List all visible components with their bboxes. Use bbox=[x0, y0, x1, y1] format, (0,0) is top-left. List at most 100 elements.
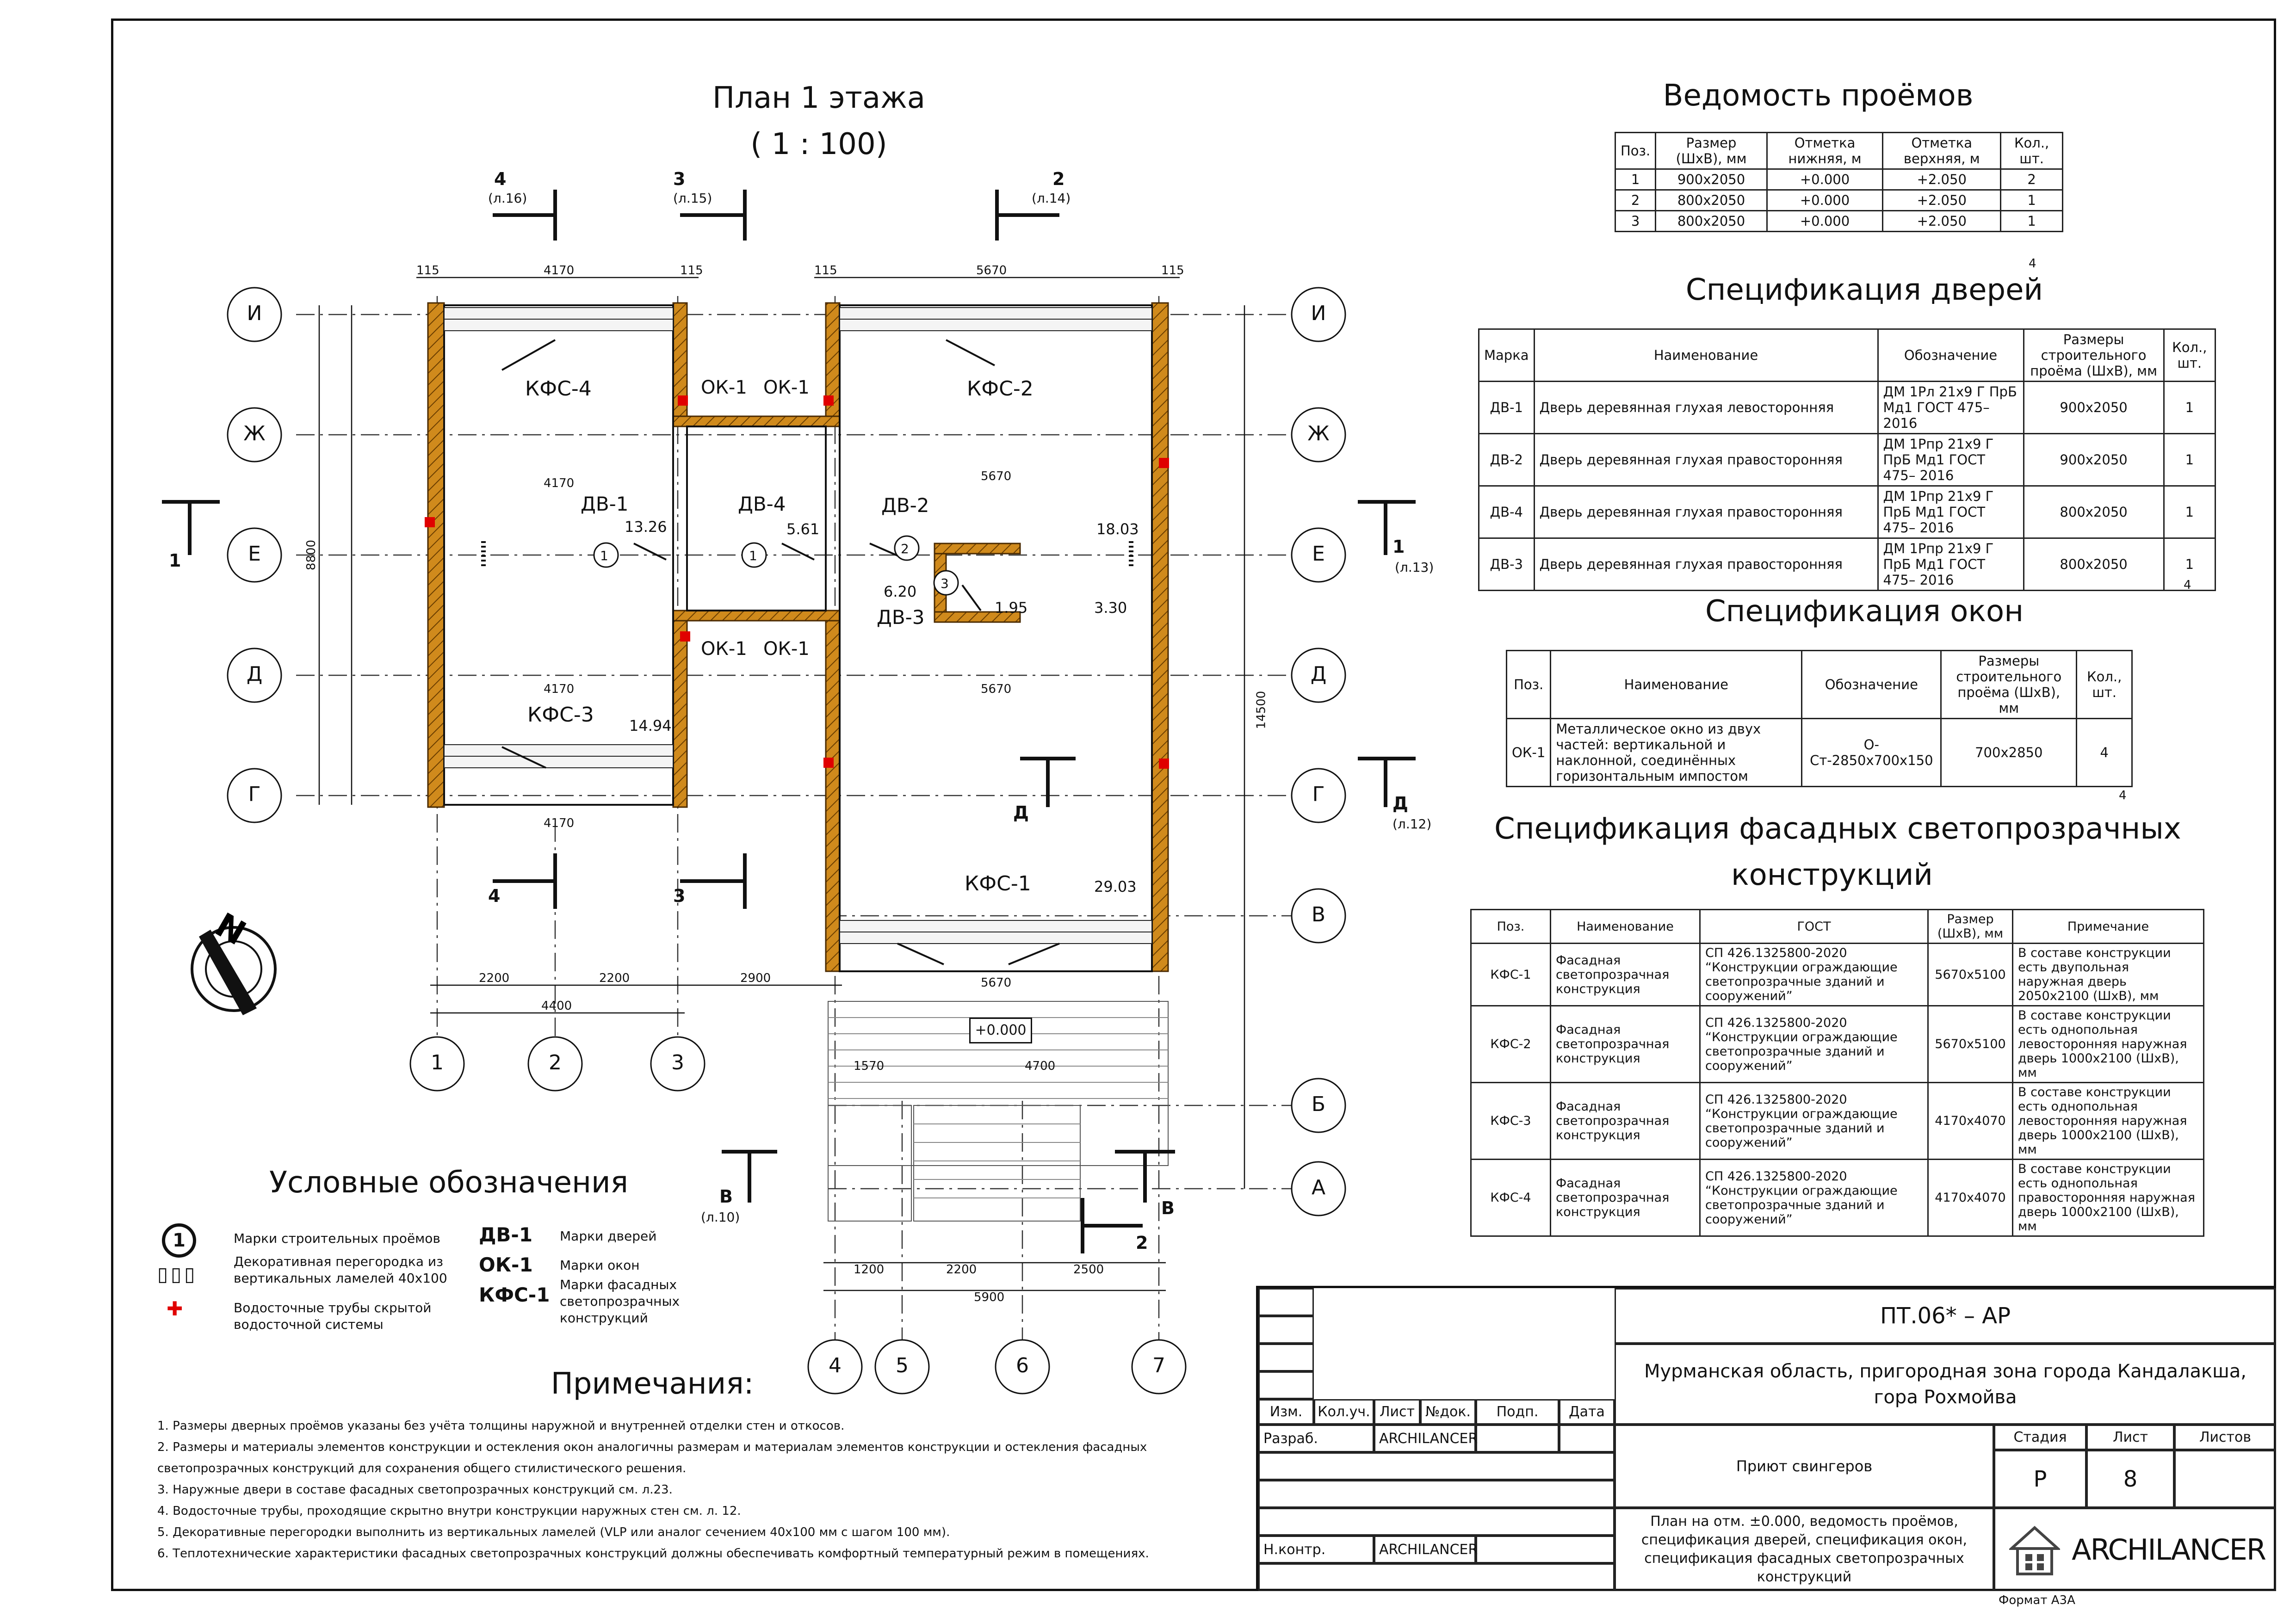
axis-bubbles bbox=[227, 287, 1346, 1395]
terrace-boards bbox=[828, 1017, 1168, 1198]
table-cell: 1 bbox=[2000, 210, 2063, 232]
dim-text: 5670 bbox=[981, 469, 1012, 483]
axis-label: 3 bbox=[671, 1051, 684, 1074]
legend-text: Декоративная перегородка из вертикальных… bbox=[234, 1254, 447, 1286]
note-item: 5. Декоративные перегородки выполнить из… bbox=[157, 1525, 950, 1539]
note-item: светопрозрачных конструкций для сохранен… bbox=[157, 1462, 687, 1475]
section-number: В bbox=[1161, 1198, 1175, 1218]
section-ref: (л.12) bbox=[1392, 816, 1432, 832]
table-header: Поз. bbox=[1505, 650, 1552, 719]
room-label: КФС-4 bbox=[525, 377, 592, 401]
table-header: Поз. bbox=[1614, 132, 1657, 170]
stamp-cell bbox=[1258, 1480, 1615, 1508]
door-label: ДВ-1 bbox=[581, 493, 629, 515]
table-cell: 800x2050 bbox=[1655, 210, 1768, 232]
axis-label: Е bbox=[248, 542, 261, 566]
axis-label: Ж bbox=[1307, 422, 1330, 445]
area-label: 6.20 bbox=[884, 583, 917, 600]
area-label: 13.26 bbox=[625, 518, 667, 536]
windows-title: Спецификация окон bbox=[1705, 594, 2024, 629]
table-cell: 4170x4070 bbox=[1927, 1159, 2013, 1237]
table-header: Марка bbox=[1478, 328, 1535, 382]
room-label: КФС-1 bbox=[965, 872, 1031, 895]
table-cell: 800x2050 bbox=[2023, 537, 2165, 591]
object-name: Приют свингеров bbox=[1615, 1425, 1994, 1508]
table-cell: +2.050 bbox=[1882, 168, 2002, 191]
table-header: Размер (ШхВ), мм bbox=[1655, 132, 1768, 170]
stamp-cell bbox=[1258, 1371, 1314, 1399]
table-row: ДВ-3 Дверь деревянная глухая правосторон… bbox=[1478, 537, 2216, 591]
table-cell: 2 bbox=[1614, 189, 1657, 211]
document-code: ПТ.06* – АР bbox=[1615, 1288, 2276, 1344]
table-cell: +0.000 bbox=[1766, 189, 1884, 211]
axis-label: 2 bbox=[549, 1051, 562, 1074]
table-row: КФС-1 Фасадная светопрозрачная конструкц… bbox=[1470, 943, 2204, 1006]
section-number: Д bbox=[1013, 802, 1029, 823]
table-header: Кол., шт. bbox=[2163, 328, 2216, 382]
axis-label: 4 bbox=[829, 1354, 842, 1377]
glazing bbox=[444, 307, 1152, 944]
legend-title: Условные обозначения bbox=[269, 1166, 629, 1200]
section-number: В bbox=[719, 1186, 733, 1207]
legend-mark: ОК-1 bbox=[479, 1253, 533, 1276]
table-cell: ДМ 1Рпр 21х9 Г ПрБ Мд1 ГОСТ 475– 2016 bbox=[1877, 537, 2024, 591]
axis-label: 1 bbox=[431, 1051, 444, 1074]
table-note: 4 bbox=[2119, 789, 2127, 802]
table-header: Размеры строительного проёма (ШхВ), мм bbox=[2023, 328, 2165, 382]
notes-title: Примечания: bbox=[551, 1367, 754, 1401]
table-row: 2 800x2050 +0.000 +2.050 1 bbox=[1614, 189, 2063, 211]
opening-mark: 1 bbox=[749, 548, 757, 563]
table-header: Кол., шт. bbox=[2076, 650, 2133, 719]
table-row: КФС-4 Фасадная светопрозрачная конструкц… bbox=[1470, 1159, 2204, 1237]
developer-name: ARCHILANCER bbox=[1374, 1425, 1478, 1452]
table-cell: СП 426.1325800-2020 “Конструкции огражда… bbox=[1699, 1082, 1929, 1160]
table-header: Размеры строительного проёма (ШхВ), мм bbox=[1940, 650, 2078, 719]
dim-text: 4700 bbox=[1025, 1059, 1056, 1073]
table-cell: Фасадная светопрозрачная конструкция bbox=[1550, 1159, 1701, 1237]
openings-table: Поз. Размер (ШхВ), мм Отметка нижняя, м … bbox=[1614, 132, 2063, 232]
table-cell: Металлическое окно из двух частей: верти… bbox=[1550, 718, 1803, 787]
developer-label: Разраб. bbox=[1258, 1425, 1374, 1452]
table-cell: ДВ-1 bbox=[1478, 381, 1535, 434]
table-cell: 900x2050 bbox=[1655, 168, 1768, 191]
title-block: Изм. Кол.уч. Лист №док. Подп. Дата Разра… bbox=[1256, 1286, 2276, 1591]
table-header: Отметка верхняя, м bbox=[1882, 132, 2002, 170]
dim-text: 4400 bbox=[541, 999, 572, 1013]
table-cell: 1 bbox=[2000, 189, 2063, 211]
table-cell: 1 bbox=[2163, 485, 2216, 539]
area-label: 29.03 bbox=[1094, 878, 1137, 895]
table-cell: Фасадная светопрозрачная конструкция bbox=[1550, 1082, 1701, 1160]
table-header: Поз. bbox=[1470, 909, 1551, 944]
table-cell: ДМ 1Рл 21х9 Г ПрБ Мд1 ГОСТ 475– 2016 bbox=[1877, 381, 2024, 434]
table-row: 1 900x2050 +0.000 +2.050 2 bbox=[1614, 168, 2063, 191]
table-cell: 900x2050 bbox=[2023, 381, 2165, 434]
area-label: 5.61 bbox=[786, 520, 820, 538]
note-item: 4. Водосточные трубы, проходящие скрытно… bbox=[157, 1504, 741, 1518]
section-ref: (л.14) bbox=[1032, 191, 1071, 206]
stamp-cell bbox=[1258, 1344, 1314, 1371]
level-mark: +0.000 bbox=[969, 1018, 1032, 1043]
stamp-cell bbox=[1258, 1452, 1615, 1480]
table-cell: 3 bbox=[1614, 210, 1657, 232]
table-cell: +2.050 bbox=[1882, 189, 2002, 211]
table-header: Примечание bbox=[2012, 909, 2204, 944]
stage-label: Стадия bbox=[1994, 1425, 2086, 1450]
table-cell: СП 426.1325800-2020 “Конструкции огражда… bbox=[1699, 1005, 1929, 1083]
dim-text: 4170 bbox=[544, 264, 575, 278]
dim-text: 115 bbox=[1161, 264, 1184, 278]
table-header: Отметка нижняя, м bbox=[1766, 132, 1884, 170]
facades-title: конструкций bbox=[1731, 858, 1933, 892]
table-cell: В составе конструкции есть однопольная л… bbox=[2012, 1005, 2204, 1083]
dim-text: 5670 bbox=[981, 976, 1012, 990]
area-label: 14.94 bbox=[629, 717, 672, 734]
terrace bbox=[828, 1001, 1169, 1222]
logo-text: ARCHILANCER bbox=[2072, 1532, 2266, 1567]
axis-label: 6 bbox=[1016, 1354, 1029, 1377]
room-label: КФС-2 bbox=[967, 377, 1034, 401]
table-cell: СП 426.1325800-2020 “Конструкции огражда… bbox=[1699, 943, 1929, 1006]
legend-text: Марки строительных проёмов bbox=[234, 1231, 440, 1246]
table-cell: 5670x5100 bbox=[1927, 943, 2013, 1006]
axis-label: Г bbox=[1312, 783, 1325, 806]
